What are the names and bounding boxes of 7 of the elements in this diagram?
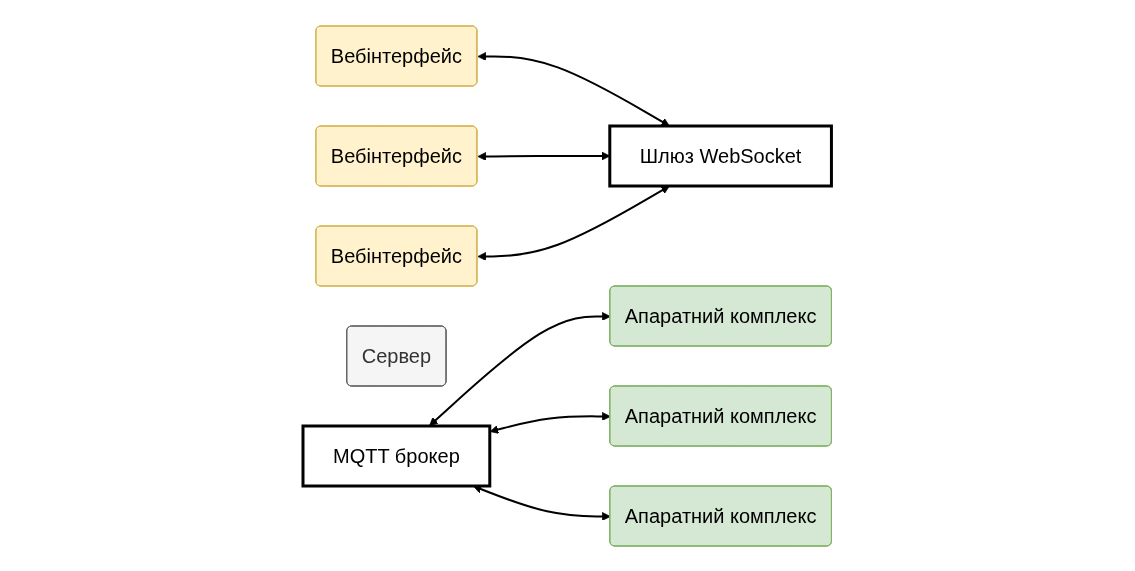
arrow: [477, 151, 611, 161]
node-box: MQTT брокер: [301, 424, 492, 487]
arrow: [477, 51, 671, 126]
arrow: [477, 185, 671, 261]
arrow: [429, 311, 611, 426]
node-box: Шлюз WebSocket: [608, 124, 834, 187]
arrow: [490, 411, 611, 434]
